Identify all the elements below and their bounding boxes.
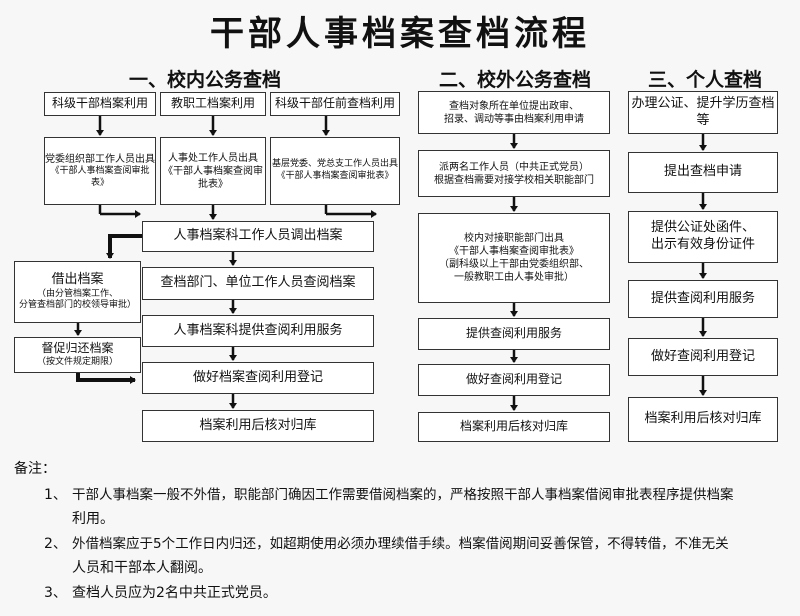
hr-dept-approval-text: 人事处工作人员出具 bbox=[168, 152, 258, 164]
note-1-number: 1、 bbox=[44, 487, 67, 503]
note-2-line1: 外借档案应于5个工作日内归还，如超期使用必须办理续借手续。档案借阅期间妥善保管，… bbox=[72, 536, 729, 552]
personal-documents-box: 提供公证处函件、 出示有效身份证件 bbox=[628, 211, 778, 263]
return-archive-box: 档案利用后核对归库 bbox=[142, 410, 374, 442]
internal-preappointment-archive-box: 科级干部任前查档利用 bbox=[270, 92, 400, 116]
internal-cadre-archive-box: 科级干部档案利用 bbox=[44, 92, 156, 116]
external-request-box: 查档对象所在单位提出政审、 招录、调动等事由档案利用申请 bbox=[418, 91, 610, 134]
hr-dept-approval-box: 人事处工作人员出具 《干部人事档案查阅审批表》 bbox=[160, 137, 266, 205]
borrow-archive-title: 借出档案 bbox=[51, 271, 104, 287]
personal-return-box: 档案利用后核对归库 bbox=[628, 397, 778, 442]
personal-purpose-box: 办理公证、提升学历查档等 bbox=[628, 91, 778, 134]
external-approval-line3: （副科级以上干部由党委组织部、 bbox=[439, 259, 589, 270]
borrow-archive-line2: 分管查档部门的校领导审批） bbox=[18, 300, 136, 311]
note-2-line2: 人员和干部本人翻阅。 bbox=[72, 560, 212, 576]
urge-return-title: 督促归还档案 bbox=[41, 341, 114, 356]
note-1-line2: 利用。 bbox=[72, 511, 114, 527]
external-staff-line2: 根据查档需要对接学校相关职能部门 bbox=[434, 174, 594, 186]
notes-heading: 备注： bbox=[14, 461, 56, 477]
arrow bbox=[76, 373, 136, 384]
note-1-line1: 干部人事档案一般不外借，职能部门确因工作需要借阅档案的，严格按照干部人事档案借阅… bbox=[72, 487, 734, 503]
borrow-archive-line1: （由分管档案工作、 bbox=[36, 288, 118, 299]
org-dept-approval-text: 党委组织部工作人员出具 bbox=[45, 153, 155, 165]
external-approval-box: 校内对接职能部门出具 《干部人事档案查阅审批表》 （副科级以上干部由党委组织部、… bbox=[418, 213, 610, 303]
borrow-archive-box: 借出档案 （由分管档案工作、 分管查档部门的校领导审批） bbox=[14, 261, 141, 323]
org-dept-approval-form: 《干部人事档案查阅审批表》 bbox=[50, 165, 150, 188]
grassroots-approval-form: 《干部人事档案查阅审批表》 bbox=[276, 171, 394, 181]
external-staff-line1: 派两名工作人员（中共正式党员） bbox=[439, 161, 589, 173]
review-archive-box: 查档部门、单位工作人员查阅档案 bbox=[142, 267, 374, 300]
personal-apply-box: 提出查档申请 bbox=[628, 152, 778, 193]
external-service-box: 提供查阅利用服务 bbox=[418, 318, 610, 350]
org-dept-approval-box: 党委组织部工作人员出具 《干部人事档案查阅审批表》 bbox=[44, 137, 156, 205]
section-title-personal: 三、个人查档 bbox=[647, 69, 762, 91]
provide-service-box: 人事档案科提供查阅利用服务 bbox=[142, 315, 374, 347]
external-register-box: 做好查阅利用登记 bbox=[418, 364, 610, 396]
personal-service-box: 提供查阅利用服务 bbox=[628, 280, 778, 318]
grassroots-approval-box: 基层党委、党总支工作人员出具 《干部人事档案查阅审批表》 bbox=[270, 137, 400, 205]
personal-register-box: 做好查阅利用登记 bbox=[628, 338, 778, 376]
note-2-number: 2、 bbox=[44, 536, 67, 552]
urge-return-sub: （按文件规定期限） bbox=[36, 356, 118, 367]
internal-staff-archive-box: 教职工档案利用 bbox=[160, 92, 266, 116]
page-title: 干部人事档案查档流程 bbox=[210, 14, 590, 54]
external-approval-line1: 校内对接职能部门出具 bbox=[464, 233, 564, 244]
section-title-internal: 一、校内公务查档 bbox=[128, 69, 281, 91]
external-request-line2: 招录、调动等事由档案利用申请 bbox=[444, 113, 584, 125]
hr-dept-approval-form: 《干部人事档案查阅审批表》 bbox=[163, 165, 263, 190]
note-3-line1: 查档人员应为2名中共正式党员。 bbox=[72, 585, 277, 601]
external-return-box: 档案利用后核对归库 bbox=[418, 412, 610, 442]
usage-register-box: 做好档案查阅利用登记 bbox=[142, 362, 374, 394]
personal-documents-line1: 提供公证处函件、 bbox=[650, 220, 755, 236]
grassroots-approval-text: 基层党委、党总支工作人员出具 bbox=[271, 159, 398, 170]
external-approval-line2: 《干部人事档案查阅审批表》 bbox=[449, 246, 579, 257]
external-approval-line4: 一般教职工由人事处审批） bbox=[454, 272, 574, 283]
section-title-external: 二、校外公务查档 bbox=[438, 69, 591, 91]
external-request-line1: 查档对象所在单位提出政审、 bbox=[449, 100, 579, 112]
retrieve-archive-box: 人事档案科工作人员调出档案 bbox=[142, 221, 374, 252]
arrow bbox=[106, 234, 142, 259]
external-staff-box: 派两名工作人员（中共正式党员） 根据查档需要对接学校相关职能部门 bbox=[418, 150, 610, 197]
urge-return-box: 督促归还档案 （按文件规定期限） bbox=[14, 337, 141, 373]
personal-documents-line2: 出示有效身份证件 bbox=[650, 237, 755, 252]
note-3-number: 3、 bbox=[44, 585, 67, 601]
